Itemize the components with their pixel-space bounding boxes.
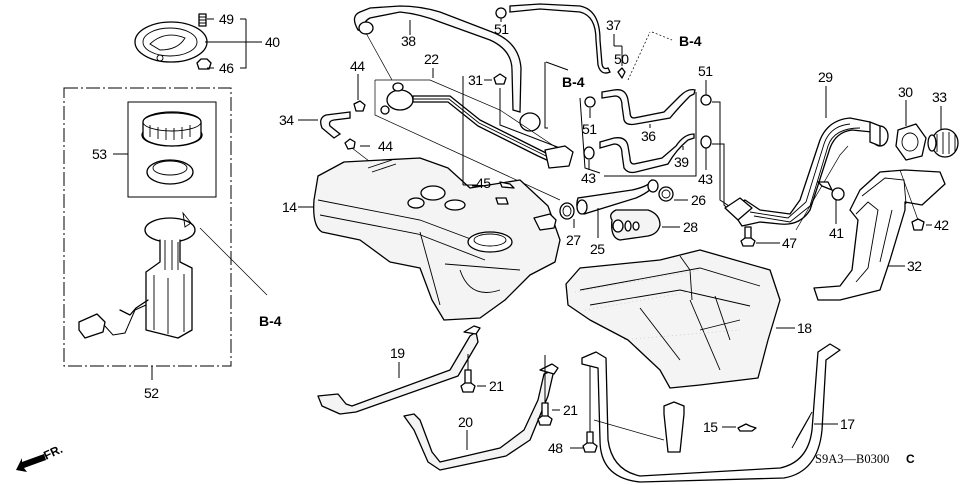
callout-20[interactable]: 20 xyxy=(458,414,474,430)
vent-valve-22[interactable] xyxy=(380,82,414,115)
bolt-48[interactable] xyxy=(582,431,598,453)
tank-band-19[interactable] xyxy=(317,325,481,415)
callout-42[interactable]: 42 xyxy=(934,217,950,233)
callout-17[interactable]: 17 xyxy=(840,416,856,432)
callout-51-mid[interactable]: 51 xyxy=(582,121,598,137)
tank-undercover-18[interactable] xyxy=(565,249,781,389)
filler-base-30[interactable] xyxy=(895,123,927,161)
callout-45[interactable]: 45 xyxy=(476,175,492,191)
clamp-26[interactable] xyxy=(658,186,674,202)
callout-31[interactable]: 31 xyxy=(468,72,484,88)
callout-28[interactable]: 28 xyxy=(683,219,699,235)
callout-50[interactable]: 50 xyxy=(614,51,630,67)
filler-shield-32[interactable] xyxy=(813,169,946,301)
bolt-47[interactable] xyxy=(740,226,756,247)
hose-34[interactable] xyxy=(320,111,351,139)
bolt-49[interactable] xyxy=(198,13,207,27)
tank-fitting xyxy=(533,213,557,231)
fuel-pump-cover-plate[interactable] xyxy=(134,21,208,63)
callout-19[interactable]: 19 xyxy=(390,345,406,361)
callout-36[interactable]: 36 xyxy=(641,128,657,144)
fuel-cap-33[interactable] xyxy=(927,128,959,158)
callout-38[interactable]: 38 xyxy=(401,33,417,49)
fuel-pump-seal[interactable] xyxy=(146,159,194,185)
callout-43-mid[interactable]: 43 xyxy=(581,170,597,186)
front-label: FR. xyxy=(41,442,64,463)
diagram-code-suffix: C xyxy=(906,452,915,466)
callout-52[interactable]: 52 xyxy=(144,385,160,401)
hose-39[interactable] xyxy=(599,133,695,174)
callout-30[interactable]: 30 xyxy=(898,84,914,100)
clip-45[interactable] xyxy=(499,181,515,189)
callout-39[interactable]: 39 xyxy=(674,154,690,170)
bolt-31[interactable] xyxy=(493,73,507,85)
clamp-51-right[interactable] xyxy=(700,94,712,106)
ref-b4-top[interactable]: B-4 xyxy=(679,33,702,49)
diagram-code: S9A3—B0300 xyxy=(815,452,889,466)
callout-47[interactable]: 47 xyxy=(782,235,798,251)
callout-21-left[interactable]: 21 xyxy=(489,378,505,394)
clamp-43-mid[interactable] xyxy=(583,146,595,160)
clamp-51-top[interactable] xyxy=(495,7,507,19)
callout-44-top[interactable]: 44 xyxy=(350,58,366,74)
breather-hose-37[interactable] xyxy=(509,3,611,74)
clamp-44-bottom[interactable] xyxy=(344,138,356,150)
callout-40[interactable]: 40 xyxy=(265,34,281,50)
clamp-43-right[interactable] xyxy=(700,135,712,149)
callout-33[interactable]: 33 xyxy=(932,89,948,105)
vapor-tubes[interactable] xyxy=(412,95,574,169)
callout-32[interactable]: 32 xyxy=(907,258,923,274)
callout-43-right[interactable]: 43 xyxy=(698,171,714,187)
clip-42[interactable] xyxy=(911,218,925,231)
filler-pipe-29[interactable] xyxy=(724,117,889,231)
insulator-28[interactable] xyxy=(610,209,661,241)
callout-51-top[interactable]: 51 xyxy=(494,21,510,37)
clamp-44-top[interactable] xyxy=(353,100,366,112)
lock-ring-kit-box xyxy=(127,101,217,198)
callout-46[interactable]: 46 xyxy=(219,60,235,76)
fuel-pump-assembly-group-box xyxy=(63,87,232,367)
tank-band-17[interactable] xyxy=(581,343,841,483)
ref-b4-pump[interactable]: B-4 xyxy=(259,313,282,329)
callout-41[interactable]: 41 xyxy=(829,225,845,241)
clamp-27[interactable] xyxy=(559,202,575,220)
clip-50[interactable] xyxy=(617,67,626,79)
ref-b4-mid[interactable]: B-4 xyxy=(562,74,585,90)
fuel-pump-module[interactable] xyxy=(78,211,196,339)
clip-15[interactable] xyxy=(737,423,757,432)
fuel-pump-lock-ring[interactable] xyxy=(141,111,203,147)
bolt-21-left[interactable] xyxy=(460,369,476,393)
callout-14[interactable]: 14 xyxy=(282,199,298,215)
clamp-51-mid[interactable] xyxy=(584,96,596,108)
callout-26[interactable]: 26 xyxy=(691,192,707,208)
callout-21-right[interactable]: 21 xyxy=(563,402,579,418)
nut-46[interactable] xyxy=(196,58,212,70)
front-direction-indicator: FR. xyxy=(16,442,65,472)
callout-25[interactable]: 25 xyxy=(590,241,606,257)
front-arrow-icon xyxy=(16,454,46,472)
callout-34[interactable]: 34 xyxy=(279,112,295,128)
callout-15[interactable]: 15 xyxy=(703,419,719,435)
callout-29[interactable]: 29 xyxy=(818,69,834,85)
callout-44-bottom[interactable]: 44 xyxy=(378,138,394,154)
tank-band-20[interactable] xyxy=(403,363,559,471)
hose-36[interactable] xyxy=(601,88,696,126)
callout-37[interactable]: 37 xyxy=(606,17,622,33)
callout-27[interactable]: 27 xyxy=(566,232,582,248)
callout-49[interactable]: 49 xyxy=(219,11,235,27)
bolt-41[interactable] xyxy=(817,181,845,201)
diagram-reference-code: S9A3—B0300 C xyxy=(815,452,915,466)
filler-hose-25[interactable] xyxy=(576,178,659,215)
callout-51-right[interactable]: 51 xyxy=(698,63,714,79)
callout-53[interactable]: 53 xyxy=(92,146,108,162)
callout-18[interactable]: 18 xyxy=(797,320,813,336)
callout-48[interactable]: 48 xyxy=(548,440,564,456)
fuel-tank[interactable] xyxy=(313,157,561,321)
callout-22[interactable]: 22 xyxy=(424,51,440,67)
bracket-tank-45 xyxy=(495,197,509,205)
